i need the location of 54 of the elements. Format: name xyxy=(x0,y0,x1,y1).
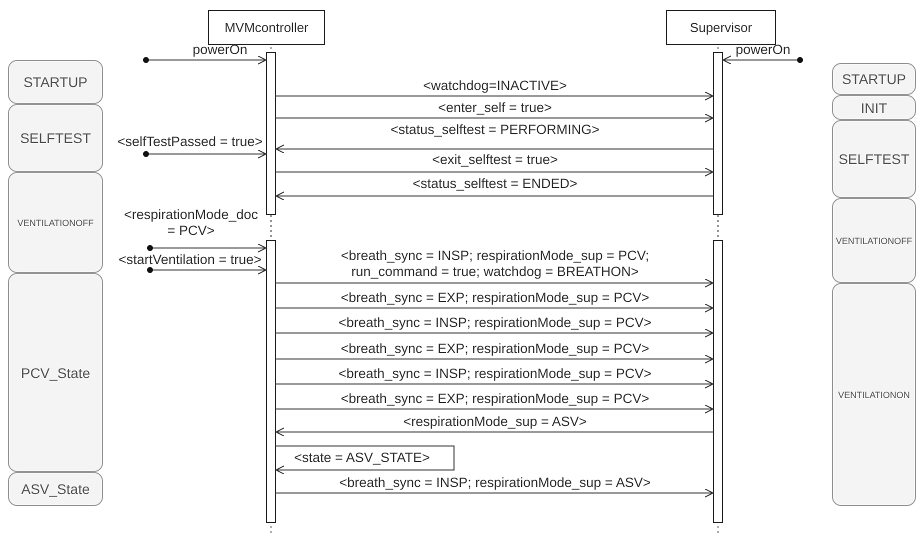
message-label: <watchdog=INACTIVE> xyxy=(422,78,568,94)
message-arrow xyxy=(147,266,266,274)
message-arrow xyxy=(722,56,803,64)
message-arrow xyxy=(276,92,714,100)
message-arrow xyxy=(276,168,714,176)
message-label: <breath_sync = EXP; respirationMode_sup = PCV> xyxy=(340,290,650,306)
message-label: <breath_sync = EXP; respirationMode_sup = PCV> xyxy=(340,391,650,407)
message-arrow xyxy=(143,56,266,64)
message-label: <respirationMode_sup = ASV> xyxy=(402,414,588,430)
message-label: <respirationMode_doc = PCV> xyxy=(123,207,259,239)
state-box: VENTILATIONOFF xyxy=(8,172,103,273)
message-arrow xyxy=(276,278,714,288)
message-label: <breath_sync = INSP; respirationMode_sup = ASV> xyxy=(338,475,652,491)
message-label: <selfTestPassed = true> xyxy=(116,134,264,150)
state-box: INIT xyxy=(832,95,916,120)
message-arrow xyxy=(143,150,266,158)
message-arrow xyxy=(276,114,714,122)
message-arrow xyxy=(276,192,714,200)
message-arrow xyxy=(276,428,714,436)
message-label: <breath_sync = EXP; respirationMode_sup = PCV> xyxy=(340,341,650,357)
message-label: <status_selftest = ENDED> xyxy=(412,176,578,192)
state-box: STARTUP xyxy=(8,60,103,104)
activation-bar xyxy=(713,240,723,523)
message-arrow xyxy=(276,354,714,364)
state-box: ASV_State xyxy=(8,472,103,506)
message-arrow xyxy=(276,446,454,474)
message-label: powerOn xyxy=(192,42,248,58)
state-box: VENTILATIONON xyxy=(832,283,916,506)
activation-bar xyxy=(266,52,276,215)
message-arrow xyxy=(147,244,266,252)
state-box: PCV_State xyxy=(8,273,103,472)
message-label: <startVentilation = true> xyxy=(118,252,262,268)
activation-bar xyxy=(266,240,276,523)
message-label: <state = ASV_STATE> xyxy=(293,450,431,466)
message-arrow xyxy=(276,380,714,388)
state-box: STARTUP xyxy=(832,63,916,95)
message-arrow xyxy=(276,328,714,338)
message-label: <exit_selftest = true> xyxy=(431,152,559,168)
message-label: <enter_self = true> xyxy=(437,100,553,116)
message-arrow xyxy=(276,488,714,498)
state-box: VENTILATIONOFF xyxy=(832,198,916,283)
message-arrow xyxy=(276,404,714,414)
message-arrow xyxy=(276,304,714,312)
message-label: <breath_sync = INSP; respirationMode_sup = PCV; run_command = true; watchdog = BREATHON> xyxy=(340,248,650,280)
message-label: <status_selftest = PERFORMING> xyxy=(390,122,600,138)
message-label: <breath_sync = INSP; respirationMode_sup = PCV> xyxy=(338,366,652,382)
participant-box: MVMcontroller xyxy=(208,10,325,45)
message-label: powerOn xyxy=(734,42,792,58)
message-arrow xyxy=(276,144,714,154)
message-label: <breath_sync = INSP; respirationMode_sup = PCV> xyxy=(338,315,652,331)
state-box: SELFTEST xyxy=(8,104,103,172)
participant-box: Supervisor xyxy=(666,10,776,45)
state-box: SELFTEST xyxy=(832,120,916,198)
activation-bar xyxy=(713,52,723,215)
